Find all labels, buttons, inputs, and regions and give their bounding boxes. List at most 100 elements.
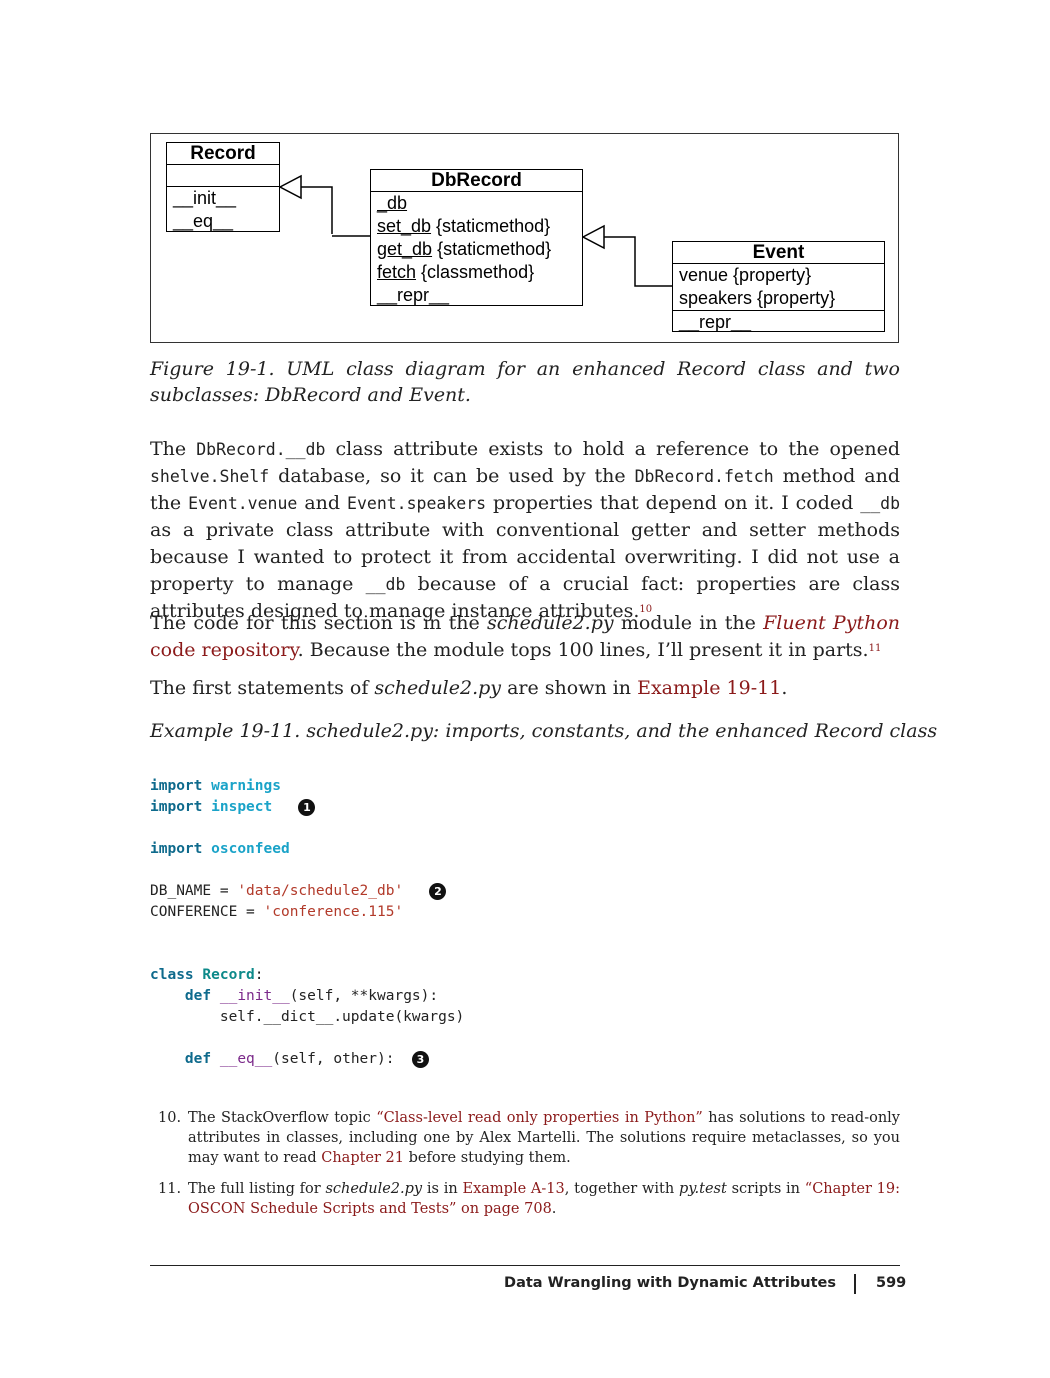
uml-member-stereotype: {classmethod}	[416, 262, 535, 282]
paragraph-code-location: The code for this section is in the sche…	[150, 610, 900, 664]
text: .	[551, 1201, 557, 1217]
uml-method: __repr__	[377, 285, 450, 305]
filename: schedule2.py	[486, 612, 614, 634]
statement: self.__dict__.update(kwargs)	[219, 1009, 465, 1025]
keyword: def	[184, 1051, 212, 1067]
function-name: __init__	[219, 988, 290, 1004]
uml-class-record: Record __init__ __eq__	[166, 142, 280, 232]
text: as a private class attribute with conven…	[150, 519, 900, 595]
uml-member: _db	[371, 192, 582, 215]
code-inline: Event.speakers	[347, 494, 487, 513]
stackoverflow-link[interactable]: “Class-level read only properties in Pyt…	[376, 1110, 703, 1126]
uml-attributes-empty	[167, 165, 279, 187]
text: The first statements of	[150, 677, 375, 699]
callout-1-icon: 1	[298, 798, 316, 816]
book-link[interactable]: Fluent Python	[763, 612, 900, 634]
footnote-ref-11[interactable]: 11	[868, 643, 882, 654]
footnotes: 10. The StackOverflow topic “Class-level…	[150, 1108, 900, 1219]
uml-method: __init__	[173, 188, 237, 208]
uml-member-name: fetch	[377, 262, 417, 282]
footnote-number: 10.	[158, 1110, 182, 1126]
repository-link[interactable]: code repository	[150, 639, 298, 661]
code-inline: __db	[860, 494, 901, 513]
keyword: class	[150, 967, 194, 983]
paragraph-first-statements: The first statements of schedule2.py are…	[150, 675, 900, 702]
chapter-link[interactable]: Chapter 21	[321, 1150, 405, 1166]
code-line: def __init__(self, **kwargs):	[150, 986, 464, 1007]
footer-rule	[150, 1265, 900, 1266]
variable: DB_NAME	[150, 883, 212, 899]
code-line: def __eq__(self, other): 3	[150, 1049, 464, 1070]
function-args: (self, other):	[272, 1051, 395, 1067]
module-name: inspect	[211, 799, 273, 815]
text: The full listing for	[188, 1181, 326, 1197]
uml-member: get_db {staticmethod}	[371, 238, 582, 261]
code-line: DB_NAME = 'data/schedule2_db' 2	[150, 881, 464, 902]
text: method and the	[150, 465, 900, 514]
uml-method: __eq__	[173, 211, 234, 231]
function-name: __eq__	[219, 1051, 273, 1067]
module-name: osconfeed	[211, 841, 290, 857]
string-literal: 'conference.115'	[263, 904, 404, 920]
code-line-blank	[150, 818, 464, 839]
uml-property: speakers {property}	[679, 288, 836, 308]
text: The StackOverflow topic	[188, 1110, 377, 1126]
keyword: import	[150, 799, 203, 815]
code-line: self.__dict__.update(kwargs)	[150, 1007, 464, 1028]
code-line-blank	[150, 860, 464, 881]
example-link[interactable]: Example 19-11	[637, 677, 782, 699]
text: class attribute exists to hold a referen…	[325, 438, 901, 460]
uml-figure: Record __init__ __eq__ DbRecord _db set_…	[150, 133, 899, 343]
code-line: import inspect 1	[150, 797, 464, 818]
uml-member-name: set_db	[377, 216, 432, 236]
code-inline: Event.venue	[188, 494, 298, 513]
text: properties that depend on it. I coded	[486, 492, 861, 514]
uml-class-title: Event	[673, 242, 884, 264]
code-inline: DbRecord.fetch	[634, 467, 774, 486]
code-line: class Record:	[150, 967, 264, 983]
uml-property: venue {property}	[679, 265, 812, 285]
tool-name: py.test	[678, 1181, 727, 1197]
uml-member-name: _db	[377, 193, 408, 213]
example-link[interactable]: Example A-13	[462, 1181, 565, 1197]
text: before studying them.	[404, 1150, 571, 1166]
footnote-number: 11.	[158, 1181, 182, 1197]
text: scripts in	[726, 1181, 805, 1197]
footnote-11: 11. The full listing for schedule2.py is…	[150, 1179, 900, 1219]
module-name: warnings	[211, 778, 281, 794]
footnote-ref-10[interactable]: 10	[639, 604, 653, 615]
text: , together with	[564, 1181, 679, 1197]
text: module in the	[613, 612, 764, 634]
uml-member: set_db {staticmethod}	[371, 215, 582, 238]
uml-class-title: DbRecord	[371, 170, 582, 192]
string-literal: 'data/schedule2_db'	[237, 883, 404, 899]
uml-class-title: Record	[167, 143, 279, 165]
text: .	[781, 677, 788, 699]
keyword: import	[150, 778, 203, 794]
figure-caption: Figure 19-1. UML class diagram for an en…	[150, 358, 900, 406]
code-line: import osconfeed	[150, 839, 464, 860]
text: database, so it can be used by the	[269, 465, 635, 487]
variable: CONFERENCE	[150, 904, 238, 920]
footnote-10: 10. The StackOverflow topic “Class-level…	[150, 1108, 900, 1168]
paragraph-db-attribute: The DbRecord.__db class attribute exists…	[150, 436, 900, 625]
code-line-blank	[150, 923, 464, 944]
uml-member: fetch {classmethod}	[371, 261, 582, 284]
running-footer-chapter: Data Wrangling with Dynamic Attributes	[504, 1275, 836, 1291]
uml-member-stereotype: {staticmethod}	[431, 216, 551, 236]
text: The code for this section is in the	[150, 612, 487, 634]
keyword: import	[150, 841, 203, 857]
code-line: import warnings	[150, 776, 464, 797]
text: has solutions to read-only attributes in…	[188, 1110, 900, 1166]
filename: schedule2.py	[374, 677, 502, 699]
page-number: 599	[876, 1275, 907, 1291]
code-inline: __db	[365, 575, 406, 594]
text: is in	[422, 1181, 463, 1197]
code-line-blank	[150, 944, 464, 965]
chapter-section-link[interactable]: “Chapter 19: OSCON Schedule Scripts and …	[188, 1181, 901, 1217]
code-inline: DbRecord.__db	[196, 440, 326, 459]
uml-properties: venue {property} speakers {property}	[673, 264, 884, 311]
keyword: def	[184, 988, 212, 1004]
